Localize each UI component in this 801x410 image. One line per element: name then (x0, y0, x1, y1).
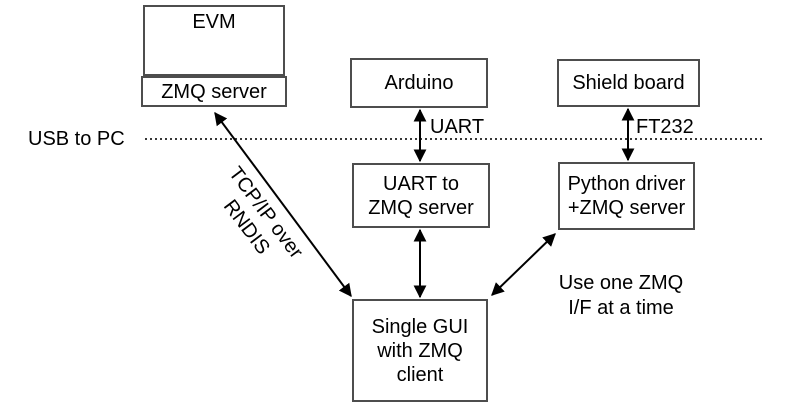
use-one-zmq-label: Use one ZMQ I/F at a time (558, 272, 684, 319)
usb-to-pc-label: USB to PC (28, 128, 125, 150)
arduino-box: Arduino (350, 58, 488, 108)
evm-box: EVM (143, 5, 285, 76)
shield-board-box: Shield board (557, 59, 700, 107)
python-driver-box: Python driver +ZMQ server (558, 162, 695, 230)
uart-zmq-server-box: UART to ZMQ server (352, 163, 490, 228)
zmq-server-box: ZMQ server (141, 76, 287, 107)
ft232-label: FT232 (636, 116, 694, 138)
single-gui-box: Single GUI with ZMQ client (352, 299, 488, 402)
arrow-python-gui (491, 233, 556, 296)
uart-label: UART (430, 116, 485, 138)
arrow-evmzmq-gui (214, 111, 352, 298)
